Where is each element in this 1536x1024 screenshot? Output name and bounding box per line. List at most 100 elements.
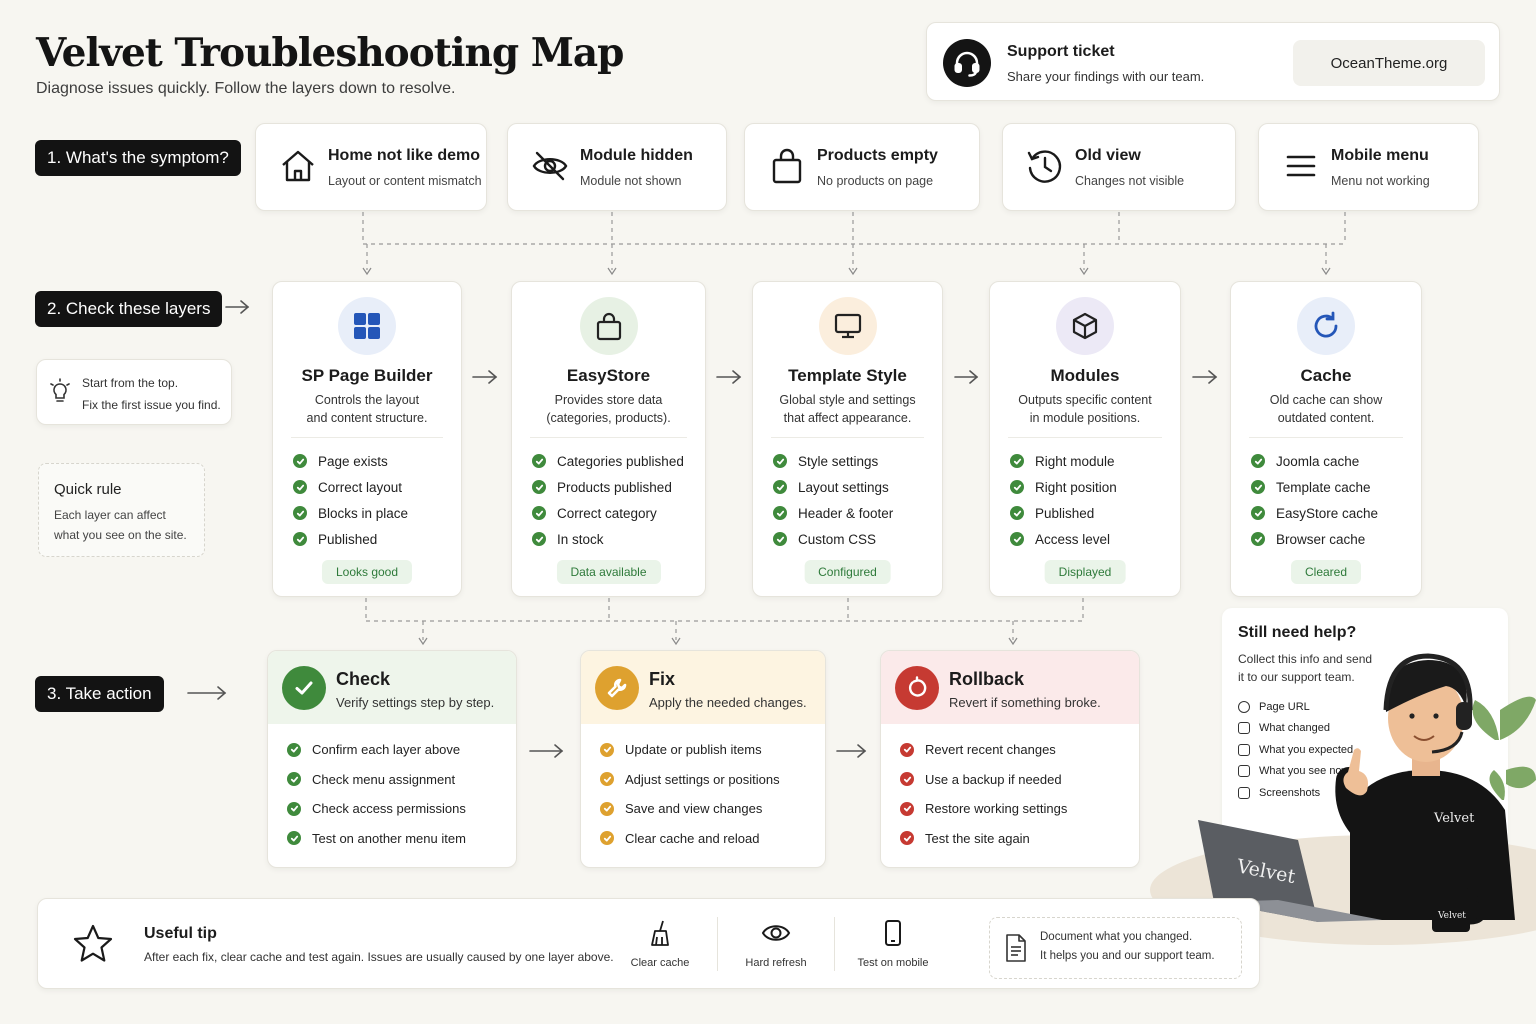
checkmark-icon bbox=[282, 666, 326, 710]
layer-title: Cache bbox=[1300, 366, 1352, 385]
laptop-screen bbox=[1198, 820, 1318, 922]
support-site-link[interactable]: OceanTheme.org bbox=[1293, 40, 1485, 86]
help-item: What changed bbox=[1238, 718, 1353, 740]
check-icon bbox=[1251, 454, 1265, 468]
check-icon bbox=[293, 506, 307, 520]
divider bbox=[291, 437, 443, 438]
checklist-item: Header & footer bbox=[773, 500, 893, 526]
useful-tip-text: After each fix, clear cache and test aga… bbox=[144, 950, 614, 964]
checklist-item-label: Blocks in place bbox=[318, 505, 409, 521]
help-line2: it to our support team. bbox=[1238, 670, 1355, 684]
check-icon bbox=[1251, 480, 1265, 494]
check-icon bbox=[1010, 480, 1024, 494]
check-icon bbox=[532, 506, 546, 520]
layer-desc: that affect appearance. bbox=[783, 411, 912, 425]
check-icon bbox=[532, 454, 546, 468]
layer-title: EasyStore bbox=[566, 366, 651, 385]
symptom-card-old-view[interactable]: Old view Changes not visible bbox=[1002, 123, 1236, 211]
cube-icon bbox=[1056, 297, 1114, 355]
action-card-fix[interactable]: Fix Apply the needed changes. Update or … bbox=[580, 650, 826, 868]
layer-checklist: Right module Right position Published Ac… bbox=[1010, 448, 1117, 552]
pointing-hand bbox=[1343, 748, 1368, 796]
symptom-card-module[interactable]: Module hidden Module not shown bbox=[507, 123, 727, 211]
symptom-card-mobile-menu[interactable]: Mobile menu Menu not working bbox=[1258, 123, 1479, 211]
checklist-item-label: Header & footer bbox=[798, 505, 894, 521]
symptom-card-home[interactable]: Home not like demo Layout or content mis… bbox=[255, 123, 487, 211]
layer-checklist: Page exists Correct layout Blocks in pla… bbox=[293, 448, 408, 552]
tool-clear-cache[interactable]: Clear cache bbox=[610, 919, 710, 969]
layer-checklist: Categories published Products published … bbox=[532, 448, 684, 552]
page-subtitle: Diagnose issues quickly. Follow the laye… bbox=[36, 80, 456, 97]
check-icon bbox=[600, 801, 614, 816]
shopping-bag-icon bbox=[765, 144, 809, 188]
symptom-title: Mobile menu bbox=[1331, 147, 1429, 164]
action-list: Revert recent changes Use a backup if ne… bbox=[900, 735, 1067, 853]
tool-test-mobile[interactable]: Test on mobile bbox=[843, 919, 943, 969]
edit-icon bbox=[1238, 722, 1250, 735]
page-title: Velvet Troubleshooting Map bbox=[36, 30, 624, 76]
tool-label: Hard refresh bbox=[745, 957, 807, 969]
check-icon bbox=[287, 831, 301, 846]
action-item: Save and view changes bbox=[600, 794, 780, 824]
document-icon bbox=[1004, 933, 1028, 968]
layer-card-modules[interactable]: Modules Outputs specific content in modu… bbox=[989, 281, 1181, 597]
action-item: Revert recent changes bbox=[900, 735, 1067, 765]
view-icon bbox=[1238, 765, 1250, 778]
checklist-item: Joomla cache bbox=[1251, 448, 1378, 474]
action-title: Rollback bbox=[949, 669, 1025, 689]
agent-body bbox=[1350, 770, 1515, 920]
mug-icon bbox=[1432, 888, 1470, 932]
check-icon bbox=[773, 506, 787, 520]
layer-desc: (categories, products). bbox=[546, 411, 671, 425]
layer-title: Template Style bbox=[788, 366, 907, 385]
checklist-item-label: Products published bbox=[557, 479, 672, 495]
help-item-label: What changed bbox=[1259, 722, 1330, 735]
symptom-card-products[interactable]: Products empty No products on page bbox=[744, 123, 980, 211]
mug-brand: Velvet bbox=[1437, 911, 1466, 921]
symptom-title: Old view bbox=[1075, 147, 1141, 164]
check-icon bbox=[287, 742, 301, 757]
action-item: Use a backup if needed bbox=[900, 765, 1067, 795]
checklist-item-label: Custom CSS bbox=[798, 531, 877, 547]
check-icon bbox=[1010, 454, 1024, 468]
divider bbox=[1249, 437, 1403, 438]
layer-card-sp-page-builder[interactable]: SP Page Builder Controls the layout and … bbox=[272, 281, 462, 597]
agent-hair bbox=[1385, 660, 1467, 712]
check-icon bbox=[600, 742, 614, 757]
action-item-label: Update or publish items bbox=[625, 742, 762, 758]
symptom-title: Module hidden bbox=[580, 147, 693, 164]
action-list: Confirm each layer above Check menu assi… bbox=[287, 735, 466, 853]
divider bbox=[771, 437, 924, 438]
checklist-item-label: Browser cache bbox=[1276, 531, 1366, 547]
checklist-item-label: Right module bbox=[1035, 453, 1115, 469]
check-icon bbox=[1251, 506, 1265, 520]
action-card-rollback[interactable]: Rollback Revert if something broke. Reve… bbox=[880, 650, 1140, 868]
support-ticket-card[interactable]: Support ticket Share your findings with … bbox=[926, 22, 1500, 101]
symptom-title: Home not like demo bbox=[328, 147, 481, 164]
layer-title: Modules bbox=[1050, 366, 1120, 385]
layer-title: SP Page Builder bbox=[301, 366, 433, 385]
quick-rule-box: Quick rule Each layer can affect what yo… bbox=[38, 463, 205, 557]
action-card-check[interactable]: Check Verify settings step by step. Conf… bbox=[267, 650, 517, 868]
checklist-item: EasyStore cache bbox=[1251, 500, 1378, 526]
check-icon bbox=[773, 532, 787, 546]
check-icon bbox=[900, 772, 914, 787]
layer-card-template-style[interactable]: Template Style Global style and settings… bbox=[752, 281, 943, 597]
checklist-item-label: Published bbox=[1035, 505, 1095, 521]
layer-card-cache[interactable]: Cache Old cache can show outdated conten… bbox=[1230, 281, 1422, 597]
checklist-item-label: Published bbox=[318, 531, 378, 547]
layer-desc: Global style and settings bbox=[779, 393, 916, 407]
step-symptom-label: 1. What's the symptom? bbox=[35, 140, 241, 176]
tool-hard-refresh[interactable]: Hard refresh bbox=[726, 919, 826, 969]
check-icon bbox=[773, 480, 787, 494]
checklist-item-label: Template cache bbox=[1276, 479, 1371, 495]
layer-card-easystore[interactable]: EasyStore Provides store data (categorie… bbox=[511, 281, 706, 597]
help-item-label: What you expected bbox=[1259, 743, 1354, 756]
checklist-item: Products published bbox=[532, 474, 684, 500]
tool-label: Clear cache bbox=[630, 957, 690, 969]
useful-tip-title: Useful tip bbox=[144, 925, 217, 942]
checklist-item: Layout settings bbox=[773, 474, 893, 500]
symptom-title: Products empty bbox=[817, 147, 938, 164]
action-item-label: Check access permissions bbox=[312, 801, 466, 817]
checklist-item: Published bbox=[1010, 500, 1117, 526]
